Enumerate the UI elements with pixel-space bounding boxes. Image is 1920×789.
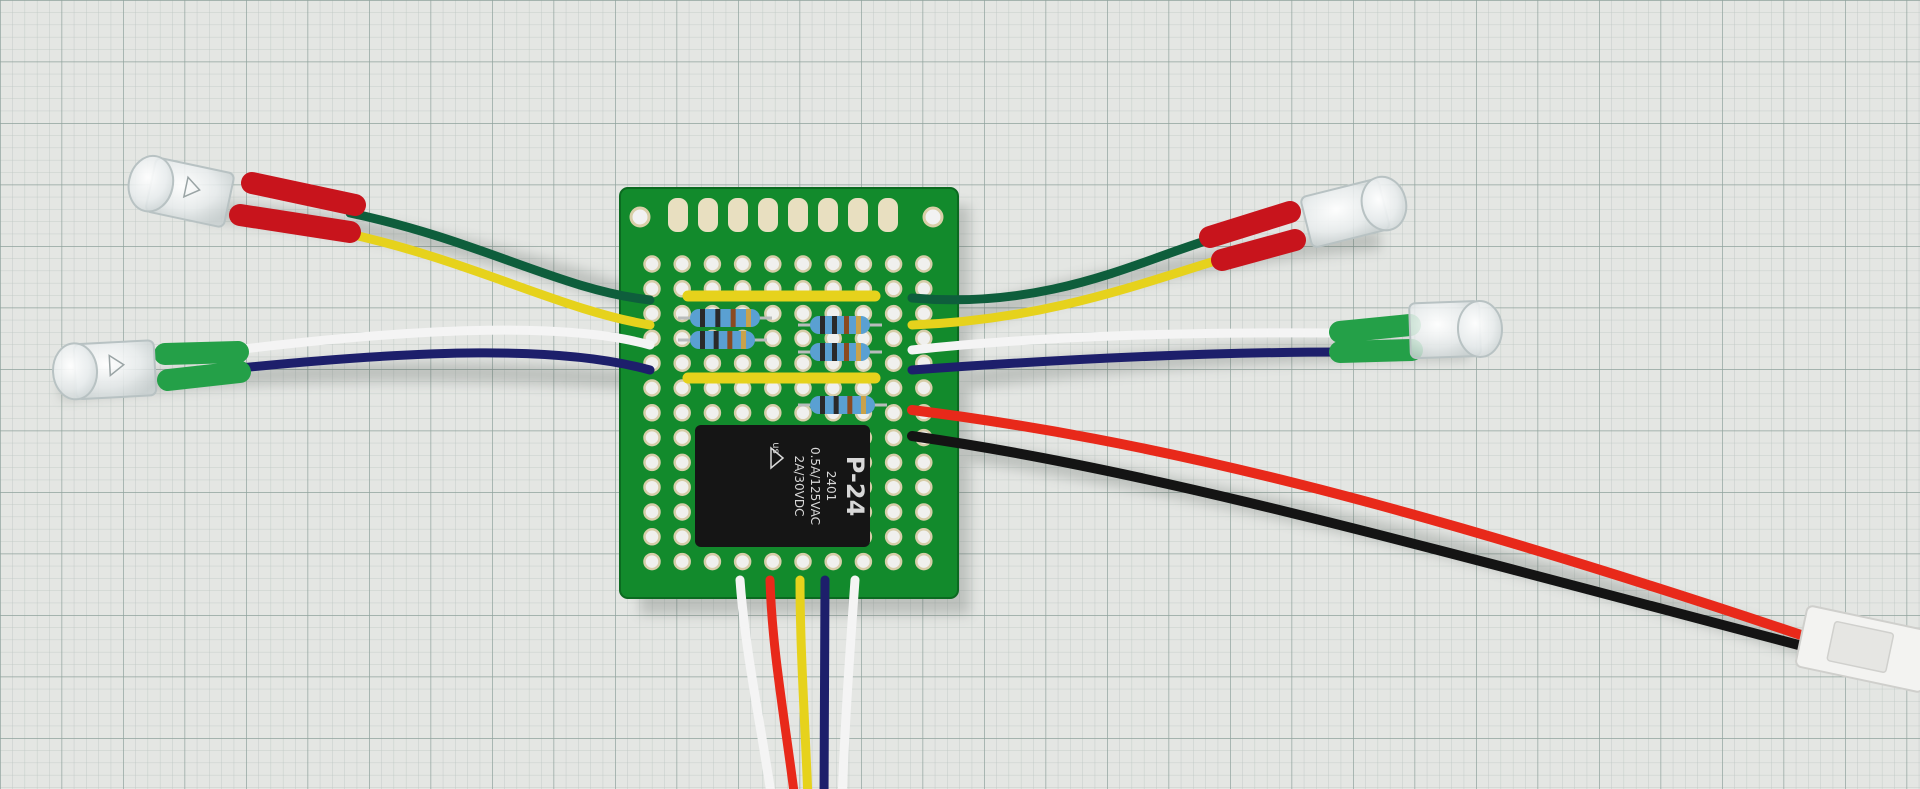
perfboard-hole [824, 552, 842, 571]
bottom-wires [735, 575, 860, 789]
perfboard-hole [764, 329, 782, 348]
warning-triangle-icon [770, 446, 785, 470]
right-wires [907, 233, 1815, 653]
perfboard-hole [884, 329, 903, 348]
perfboard-hole [915, 453, 933, 472]
perfboard-hole [673, 453, 691, 472]
perfboard-hole [703, 552, 722, 571]
perfboard-hole [915, 478, 933, 496]
perfboard-hole [884, 478, 903, 496]
relay: P-24 2401 0.5A/125VAC 2A/30VDC us [695, 425, 870, 547]
perfboard-hole [673, 354, 691, 372]
wire-connector [1795, 605, 1920, 693]
relay-dc-rating: 2A/30VDC [792, 456, 806, 517]
perfboard-hole [794, 404, 812, 422]
resistors [678, 309, 887, 414]
perfboard-hole [915, 329, 933, 348]
perfboard-hole [673, 379, 691, 397]
perfboard-hole [733, 404, 752, 422]
perfboard-hole [884, 255, 903, 273]
perfboard-hole [703, 255, 722, 273]
perfboard-hole [764, 354, 782, 372]
perfboard-hole [884, 428, 903, 447]
led-top-right [1199, 175, 1408, 271]
perfboard-hole [764, 404, 782, 422]
resistor [798, 343, 882, 361]
perfboard-hole [643, 528, 661, 546]
perfboard-hole [673, 329, 691, 348]
perfboard-hole [764, 255, 782, 273]
perfboard-hole [794, 304, 812, 323]
led-left [52, 339, 251, 401]
perfboard-hole [915, 255, 933, 273]
perfboard-hole [673, 552, 691, 571]
resistor [678, 331, 767, 349]
perfboard-hole [794, 255, 812, 273]
perfboard-hole [884, 304, 903, 323]
perfboard-hole [764, 552, 782, 571]
perfboard-hole [884, 280, 903, 298]
perfboard-hole [884, 379, 903, 397]
perfboard-hole [733, 552, 752, 571]
perfboard-hole [794, 329, 812, 348]
perfboard-hole [794, 354, 812, 372]
perfboard-hole [854, 552, 873, 571]
perfboard-hole [673, 478, 691, 496]
yellow-jumpers [682, 290, 881, 384]
perfboard-hole [884, 354, 903, 372]
perfboard-hole [673, 528, 691, 546]
perfboard-hole [673, 255, 691, 273]
perfboard-hole [884, 552, 903, 571]
perfboard-hole [884, 528, 903, 546]
relay-date-code: 2401 [824, 471, 838, 502]
resistor [678, 309, 772, 327]
perfboard-hole [673, 503, 691, 521]
perfboard-hole [915, 379, 933, 397]
perfboard-hole [643, 453, 661, 472]
perfboard-hole [643, 404, 661, 422]
perfboard-hole [794, 552, 812, 571]
perfboard-hole [703, 404, 722, 422]
led-top-left [127, 154, 366, 243]
perfboard-hole [643, 379, 661, 397]
perfboard-hole [824, 255, 842, 273]
perfboard-hole [643, 478, 661, 496]
perfboard-hole [643, 280, 661, 298]
perfboard-hole [915, 552, 933, 571]
perfboard-hole [733, 354, 752, 372]
resistor [798, 316, 882, 334]
perfboard-hole [673, 428, 691, 447]
perfboard-hole [915, 528, 933, 546]
relay-cert-mark: us [770, 442, 781, 454]
perfboard-hole [915, 503, 933, 521]
perfboard-hole [643, 503, 661, 521]
perfboard-hole [854, 255, 873, 273]
perfboard-hole [643, 428, 661, 447]
perfboard-hole [884, 404, 903, 422]
perfboard-hole [884, 503, 903, 521]
perfboard-hole [884, 453, 903, 472]
perfboard-hole [643, 304, 661, 323]
perfboard-hole [733, 255, 752, 273]
perfboard-hole [703, 354, 722, 372]
perfboard-hole [673, 404, 691, 422]
perfboard-hole [643, 255, 661, 273]
resistor [798, 396, 887, 414]
relay-ac-rating: 0.5A/125VAC [808, 447, 822, 525]
perfboard-hole [643, 552, 661, 571]
led-right [1329, 299, 1503, 363]
left-wires [230, 208, 655, 375]
relay-model: P-24 [841, 456, 869, 517]
perfboard-hole [915, 304, 933, 323]
